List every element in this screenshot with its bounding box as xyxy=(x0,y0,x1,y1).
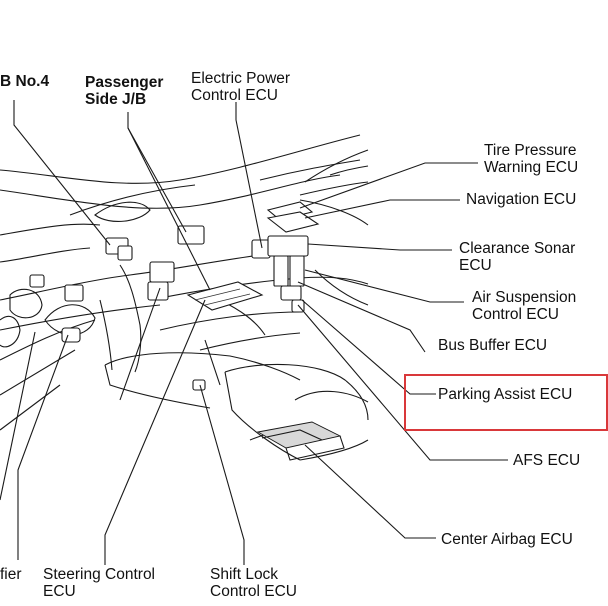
label-passenger-jb-line1: Passenger xyxy=(85,74,164,91)
label-air-suspension-line1: Air Suspension xyxy=(472,289,577,306)
label-clearance-sonar-line1: Clearance Sonar xyxy=(459,240,576,257)
label-steering-control-line2: ECU xyxy=(43,583,76,600)
label-jb-no4: B No.4 xyxy=(0,73,50,90)
label-passenger-jb-line2: Side J/B xyxy=(85,91,147,108)
label-parking-assist-ecu: Parking Assist ECU xyxy=(438,386,573,403)
leader-lines xyxy=(0,100,508,565)
label-amplifier-partial: fier xyxy=(0,566,22,583)
highlight-box-parking-assist xyxy=(404,374,608,431)
label-electric-power-line1: Electric Power xyxy=(191,70,291,87)
label-bus-buffer-ecu: Bus Buffer ECU xyxy=(438,337,548,354)
label-shift-lock-line1: Shift Lock xyxy=(210,566,279,583)
label-steering-control-line1: Steering Control xyxy=(43,566,156,583)
instrument-panel xyxy=(0,134,369,431)
label-air-suspension-line2: Control ECU xyxy=(472,306,559,323)
label-clearance-sonar-line2: ECU xyxy=(459,257,492,274)
center-console xyxy=(104,352,369,461)
components xyxy=(29,201,320,391)
label-tire-pressure-line1: Tire Pressure xyxy=(484,142,577,159)
label-navigation-ecu: Navigation ECU xyxy=(466,191,577,208)
label-center-airbag-ecu: Center Airbag ECU xyxy=(441,531,573,548)
label-shift-lock-line2: Control ECU xyxy=(210,583,297,600)
label-electric-power-line2: Control ECU xyxy=(191,87,278,104)
label-afs-ecu: AFS ECU xyxy=(513,452,581,469)
label-tire-pressure-line2: Warning ECU xyxy=(484,159,579,176)
